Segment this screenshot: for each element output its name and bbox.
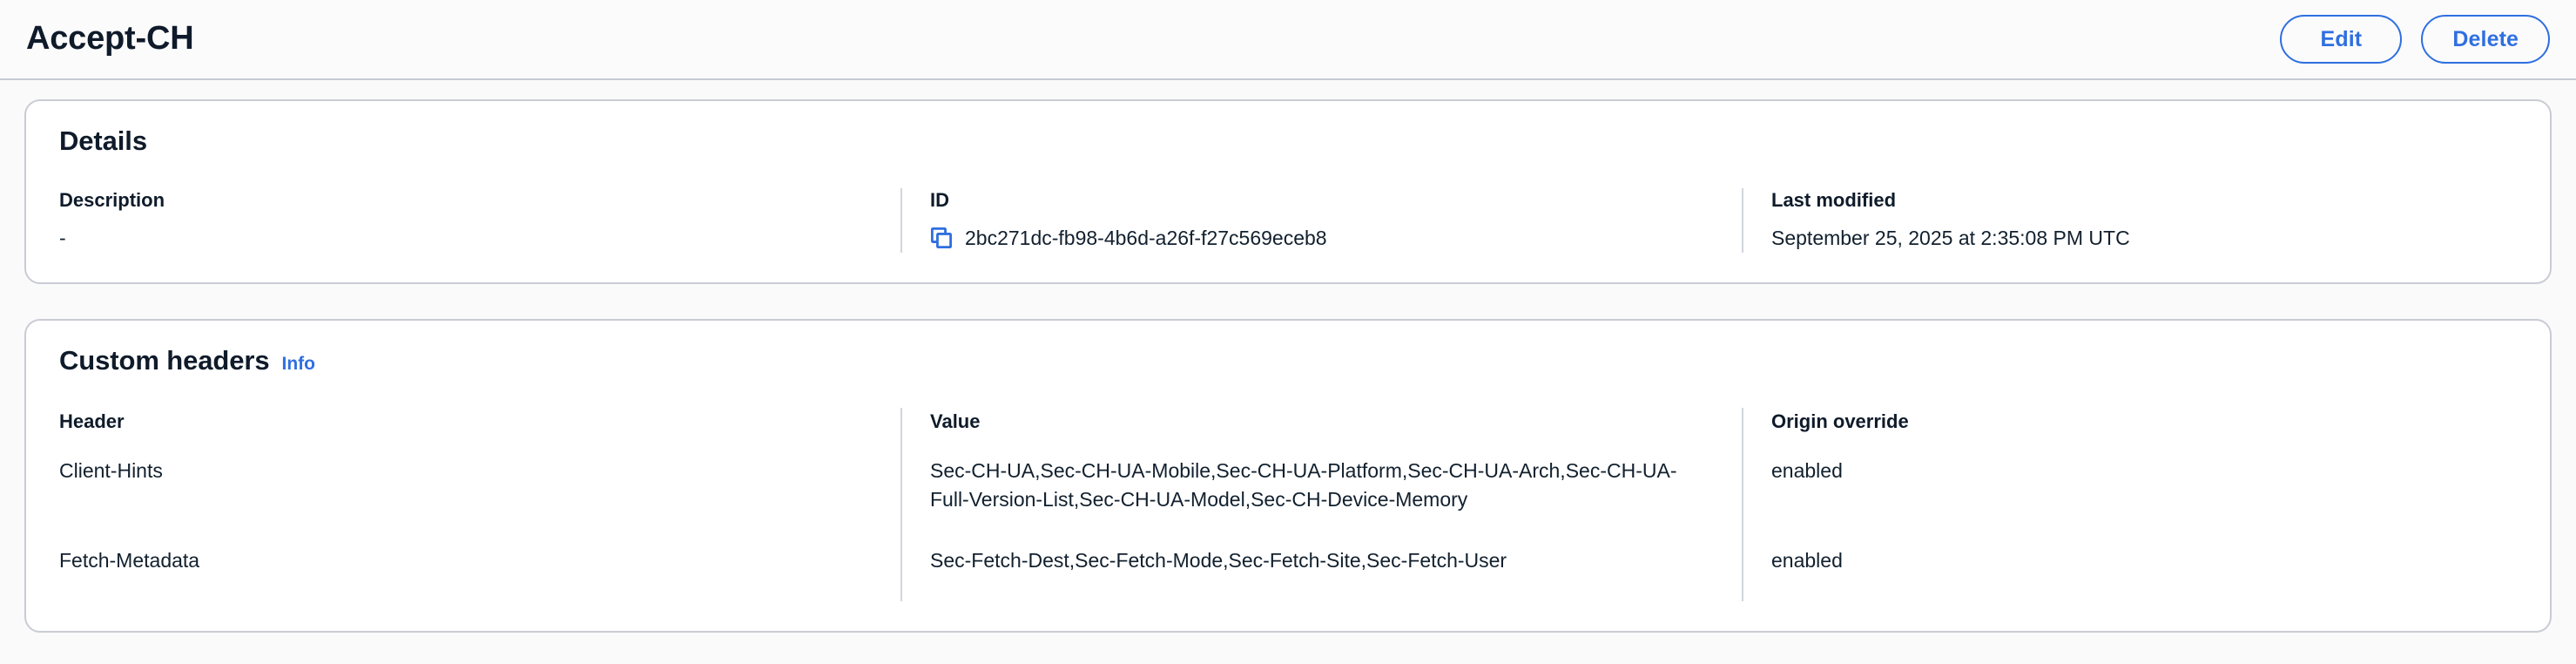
- table-row: Client-Hints: [59, 458, 163, 482]
- column-header-value: Value: [900, 407, 1742, 451]
- id-value: 2bc271dc-fb98-4b6d-a26f-f27c569eceb8: [965, 226, 1327, 249]
- table-row: Fetch-Metadata: [59, 548, 200, 572]
- custom-headers-table: Header Value Origin override Client-Hint…: [59, 407, 2517, 601]
- last-modified-label: Last modified: [1771, 189, 1897, 211]
- copy-icon[interactable]: [930, 227, 953, 249]
- description-value: -: [59, 226, 66, 249]
- page-title: Accept-CH: [26, 20, 194, 58]
- custom-headers-card: Custom headers Info Header Value Origin …: [24, 318, 2552, 633]
- details-card: Details Description - ID 2bc271dc-fb98-4…: [24, 99, 2552, 284]
- last-modified-value: September 25, 2025 at 2:35:08 PM UTC: [1771, 226, 2130, 249]
- page-content: Details Description - ID 2bc271dc-fb98-4…: [0, 80, 2576, 633]
- details-card-title-row: Details: [59, 125, 2517, 157]
- description-label: Description: [59, 189, 165, 211]
- detail-field-id: ID 2bc271dc-fb98-4b6d-a26f-f27c569eceb8: [900, 188, 1742, 253]
- details-section-title: Details: [59, 125, 147, 156]
- page-header: Accept-CH Edit Delete: [0, 0, 2576, 80]
- column-header-origin-override: Origin override: [1742, 407, 2517, 451]
- custom-headers-title-row: Custom headers Info: [59, 345, 2517, 376]
- detail-field-description: Description -: [59, 188, 900, 253]
- table-row: enabled: [1742, 540, 2517, 601]
- edit-button[interactable]: Edit: [2280, 15, 2403, 64]
- table-row: enabled: [1742, 451, 2517, 541]
- table-row: Sec-Fetch-Dest,Sec-Fetch-Mode,Sec-Fetch-…: [900, 540, 1742, 601]
- column-header-header: Header: [59, 410, 125, 432]
- id-value-row: 2bc271dc-fb98-4b6d-a26f-f27c569eceb8: [930, 224, 1712, 253]
- info-link[interactable]: Info: [281, 353, 315, 374]
- details-columns: Description - ID 2bc271dc-fb98-4b6d-a26f…: [59, 188, 2517, 253]
- table-row: Sec-CH-UA,Sec-CH-UA-Mobile,Sec-CH-UA-Pla…: [900, 451, 1742, 541]
- delete-button[interactable]: Delete: [2421, 15, 2550, 64]
- header-actions: Edit Delete: [2280, 15, 2550, 64]
- id-label: ID: [930, 189, 949, 211]
- custom-headers-section-title: Custom headers: [59, 344, 270, 376]
- detail-field-last-modified: Last modified September 25, 2025 at 2:35…: [1742, 188, 2517, 253]
